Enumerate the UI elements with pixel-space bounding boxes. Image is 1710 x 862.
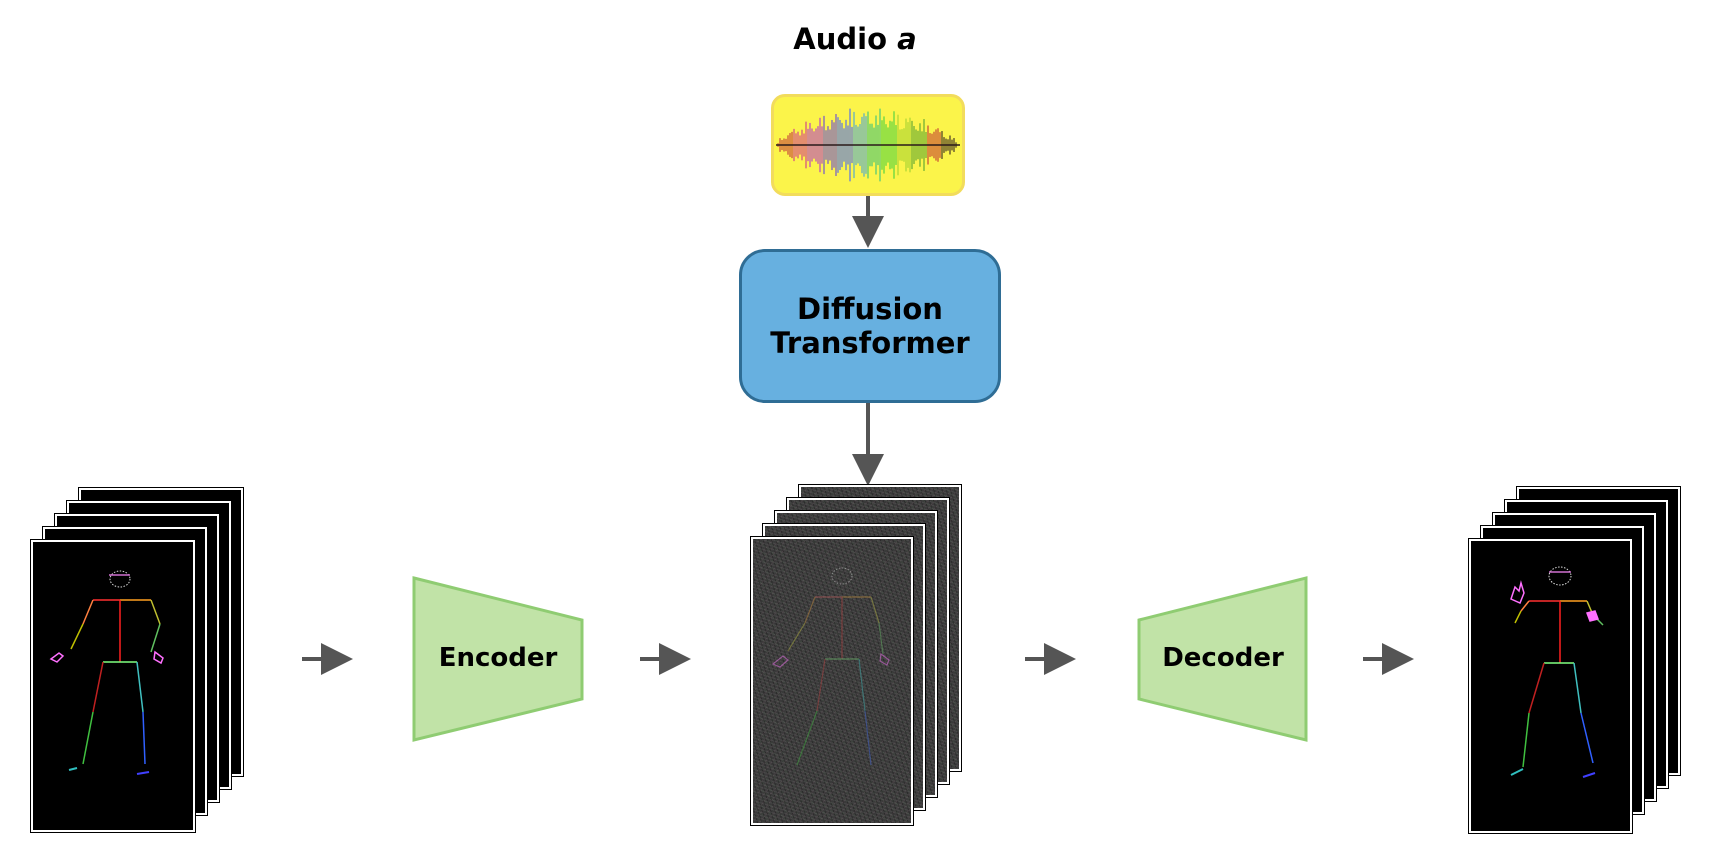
diffusion-transformer-box: Diffusion Transformer (739, 249, 1001, 403)
audio-variable: a (897, 22, 917, 56)
skeleton-pose-icon (1510, 566, 1604, 778)
input-frame (30, 539, 196, 833)
decoder-label: Decoder (1162, 643, 1284, 673)
latent-frame (750, 536, 914, 826)
audio-title-text: Audio (793, 22, 898, 56)
diffusion-transformer-label: Diffusion Transformer (770, 292, 970, 360)
audio-input-box (771, 94, 965, 196)
audio-waveform-icon (776, 108, 960, 182)
audio-title: Audio a (0, 22, 1710, 56)
skeleton-pose-icon (49, 570, 164, 775)
noisy-skeleton-pose-icon (771, 567, 890, 766)
decoder-trapezoid (1137, 576, 1308, 742)
encoder-label: Encoder (438, 643, 558, 673)
encoder-trapezoid (412, 576, 584, 742)
output-frame (1468, 538, 1633, 834)
